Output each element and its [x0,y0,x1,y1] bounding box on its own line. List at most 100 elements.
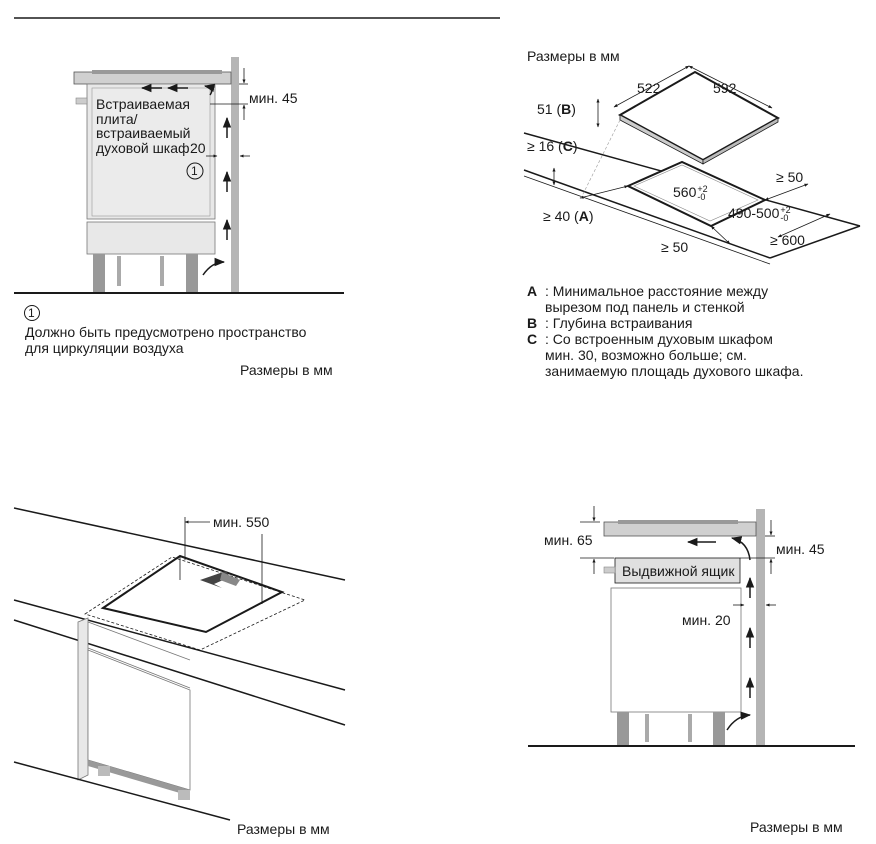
cutout-3d [100,554,285,634]
cabinet-base [88,760,190,796]
dim-20-label: 20 [190,140,206,156]
worktop-front-top [13,599,346,691]
figure-3-perspective-cabinet [13,480,346,821]
figure-2-cutout-dimensions [523,65,861,265]
dim-522-arrow [613,65,690,108]
hob-front-side [702,117,779,165]
tol-490-up: +2 [780,205,791,216]
legend-c-key: C [527,331,538,347]
legend-b-line-1: : Глубина встраивания [545,315,693,331]
plinth-right-4 [713,712,725,746]
dim-490-label: 490-500+2-0 [728,205,791,224]
legend-a: A : Минимальное расстояние между [527,283,803,299]
legend-c-line-3: занимаемую площадь духового шкафа. [545,363,804,379]
dim-40-label: ≥ 40 (A) [543,208,594,224]
note-marker-label: 1 [28,306,35,320]
legend-b-key: B [527,315,538,331]
dim-51-label: 51 (B) [537,101,576,117]
dim-min65-label: мин. 65 [544,532,593,548]
tol-490-down: -0 [780,213,789,224]
legend: A : Минимальное расстояние между вырезом … [527,283,803,379]
foot-1 [117,256,121,286]
cabinet-body-4 [610,587,742,713]
key-a-inline: A [578,208,589,224]
figure-4-drawer-side-view [528,506,855,747]
foot-4a [645,714,649,742]
vent-arrows-2 [220,572,240,586]
legend-a-key: A [527,283,538,299]
legend-a-line-2: вырезом под панель и стенкой [545,299,745,315]
tol-560-up: +2 [697,184,708,195]
note-line-2: для циркуляции воздуха [25,340,184,356]
marker-1-label: 1 [191,164,198,178]
legend-a-line-1: : Минимальное расстояние между [545,283,769,299]
cabinet-top-edge [87,621,191,661]
plinth-left [93,254,105,293]
dim-592-arrow [688,65,773,109]
dim-600-arrow [777,213,831,238]
drawer-box [614,557,741,584]
cutout-inner [633,164,759,222]
handle-4 [603,566,616,574]
legend-c: C : Со встроенным духовым шкафом [527,331,803,347]
dim-16-value: ≥ 16 [527,138,555,154]
hob-projection-line [579,119,621,201]
plinth-right [186,254,198,293]
airflow-curve-bottom [202,257,226,276]
units-label-1: Размеры в мм [240,362,333,378]
legend-b: B : Глубина встраивания [527,315,803,331]
worktop-right-edge [769,225,861,259]
appliance-label-2: плита/ [96,111,138,127]
legend-c-line-1: : Со встроенным духовым шкафом [545,331,773,347]
knob-left [75,97,88,105]
marker-1-circle [186,162,204,180]
figure-1-oven-side-view [14,57,344,294]
airflow-4-curve-bottom [726,711,752,731]
hob-edge-4 [618,520,738,524]
airflow-curve-top [203,83,216,96]
cabinet-left-panel [77,617,89,781]
dim-40-arrow [579,185,629,199]
appliance-label-3: встраиваемый [96,125,191,141]
dim-490-value: 490-500 [728,205,780,221]
dim-16-label: ≥ 16 (C) [527,138,578,154]
dim-min45-label: мин. 45 [249,90,298,106]
cabinet-foot-1 [98,766,110,776]
dim-40-value: ≥ 40 [543,208,571,224]
appliance-label-1: Встраиваемая [96,96,190,112]
dim-min20-4-label: мин. 20 [682,612,731,628]
units-label-4: Размеры в мм [750,819,843,835]
plinth-left-4 [617,712,629,746]
worktop-back [13,507,346,581]
note-line-1: Должно быть предусмотрено пространство [25,324,307,340]
units-label-3: Размеры в мм [237,821,330,837]
foot-2 [160,256,164,286]
dim-min550-label: мин. 550 [213,514,270,530]
cabinet-foot-2 [178,790,190,800]
floor-line-3 [13,761,231,821]
dim-50-bottom-arrow [710,225,731,245]
drawer-front [86,221,216,255]
hob-edge [92,70,222,74]
key-c-inline: C [562,138,573,154]
note-marker-circle [24,305,40,321]
airflow-4-curve-top [730,536,751,561]
tol-560-down: -0 [697,192,706,203]
dim-50-right-arrow [764,183,809,201]
dim-50-bottom-label: ≥ 50 [661,239,689,255]
cutout-dashed [84,556,307,651]
legend-c-line-2: мин. 30, возможно больше; см. [545,347,747,363]
dim-592-label: 592 [713,80,737,96]
worktop-edge-b [523,175,771,265]
key-b-inline: B [561,101,572,117]
dim-560-label: 560+2-0 [673,184,708,203]
dim-51-value: 51 [537,101,553,117]
worktop-4 [603,521,757,537]
worktop-front-bottom [13,619,346,726]
wall-4 [756,509,765,745]
appliance-label-4: духовой шкаф [96,140,190,156]
dim-600-label: ≥ 600 [770,232,805,248]
cabinet-shelf [87,647,191,689]
units-label-2: Размеры в мм [527,48,620,64]
